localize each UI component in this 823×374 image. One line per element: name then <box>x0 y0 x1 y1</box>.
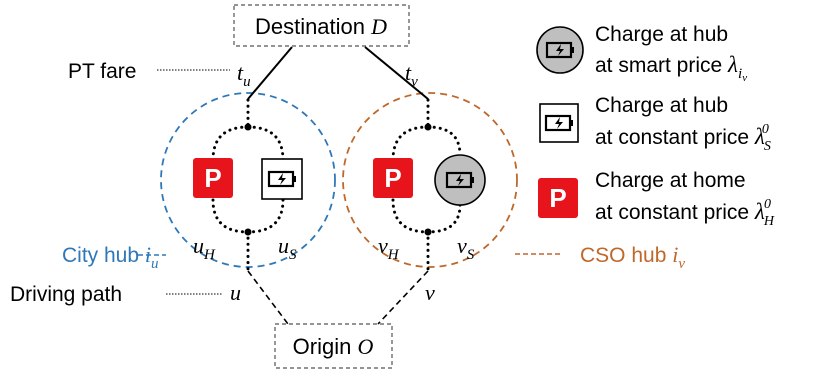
home-charger-icon-city: P <box>193 158 233 198</box>
v-label: v <box>425 280 435 305</box>
legend-item-home: P Charge at home at constant price λH0 <box>538 169 775 229</box>
legend-home-letter: P <box>549 183 566 213</box>
city-hub-junction-bottom <box>244 228 252 236</box>
t-v-label: tv <box>405 60 418 90</box>
driving-line-v <box>377 270 429 325</box>
v-h-label: vH <box>378 233 400 263</box>
city-hub-circle <box>160 92 336 268</box>
origin-symbol: O <box>357 334 373 359</box>
legend-smart-line1: Charge at hub <box>595 23 728 46</box>
smart-hub-charger-icon-cso <box>434 154 486 206</box>
constant-hub-charger-icon-city <box>261 158 303 200</box>
home-charger-letter-cso: P <box>384 163 401 193</box>
cso-hub-circle <box>342 92 518 268</box>
driving-path-label: Driving path <box>10 283 122 306</box>
t-u-label: tu <box>237 60 251 90</box>
city-hub-network <box>211 98 285 272</box>
legend: Charge at hub at smart price λiv Charge … <box>536 23 775 229</box>
cso-hub-network <box>391 98 462 272</box>
origin-label: Origin <box>293 334 358 359</box>
legend-item-constant-hub: Charge at hub at constant price λS0 <box>539 94 771 154</box>
legend-constant-line2: at constant price λS0 <box>595 122 771 154</box>
cso-hub-label: CSO hub iv <box>580 242 685 272</box>
destination-node: Destination D <box>233 4 410 47</box>
origin-node: Origin O <box>274 323 393 369</box>
city-hub-label: City hub iu <box>62 242 159 272</box>
legend-home-line2: at constant price λH0 <box>595 197 775 229</box>
svg-text:Origin O: Origin O <box>293 334 374 359</box>
home-charger-icon <box>538 178 578 218</box>
u-s-label: uS <box>278 233 297 263</box>
destination-label: Destination <box>255 14 371 39</box>
destination-symbol: D <box>370 14 387 39</box>
legend-constant-line1: Charge at hub <box>595 94 728 117</box>
cso-hub-junction-top <box>424 123 432 131</box>
cso-hub-junction-bottom <box>424 228 432 236</box>
legend-smart-line2: at smart price λiv <box>595 52 747 84</box>
home-charger-icon-cso: P <box>373 158 413 198</box>
u-label: u <box>230 280 241 305</box>
pt-fare-label: PT fare <box>68 60 136 83</box>
legend-home-line1: Charge at home <box>595 169 746 192</box>
legend-item-smart-hub: Charge at hub at smart price λiv <box>536 23 747 84</box>
u-h-label: uH <box>193 233 216 263</box>
home-charger-letter: P <box>204 163 221 193</box>
svg-text:Destination D: Destination D <box>255 14 387 39</box>
pt-line-u <box>247 46 293 100</box>
city-hub-junction-top <box>244 123 252 131</box>
pt-line-v <box>364 46 429 100</box>
v-s-label: vS <box>457 233 475 263</box>
driving-line-u <box>247 270 289 325</box>
